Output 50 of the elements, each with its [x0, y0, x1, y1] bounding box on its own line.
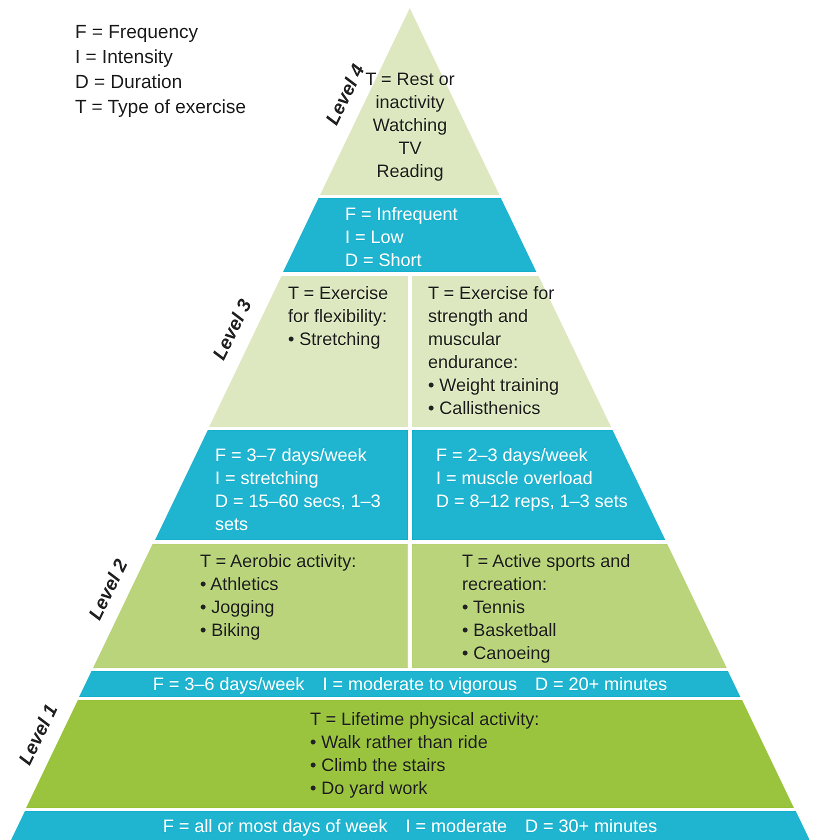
pyramid-section — [79, 671, 741, 697]
level-label: Level 3 — [210, 296, 258, 364]
prescription-text: F = 3–7 days/week — [214, 444, 368, 467]
pyramid-section — [412, 544, 727, 668]
level-label: Level 1 — [15, 701, 64, 769]
prescription-text: F = 3–6 days/week — [152, 673, 304, 696]
activity-text: Reading — [375, 160, 445, 183]
prescription-text: D = 8–12 reps, 1–3 sets — [436, 490, 629, 513]
key-text: T = Type of exercise — [75, 97, 246, 119]
activity-text: • Climb the stairs — [310, 754, 446, 777]
activity-text: • Weight training — [428, 374, 560, 397]
prescription-text: F = all or most days of week — [162, 815, 388, 838]
activity-text: • Stretching — [288, 328, 382, 351]
activity-text: • Basketball — [462, 619, 558, 642]
pyramid-section — [412, 430, 666, 540]
prescription-text: I = moderate — [405, 815, 508, 838]
pyramid-section — [154, 430, 408, 540]
prescription-text: I = stretching — [214, 467, 320, 490]
activity-text: • Do yard work — [310, 777, 428, 800]
key-text: I = Intensity — [75, 47, 173, 69]
activity-text: • Canoeing — [462, 642, 552, 665]
heading-text: T = Exercise for flexibility: — [288, 282, 390, 328]
heading-text: T = Active sports and recreation: — [462, 550, 632, 596]
heading-text: T = Lifetime physical activity: — [310, 708, 540, 731]
activity-text: • Biking — [200, 619, 262, 642]
prescription-text: D = Short — [344, 249, 423, 272]
pyramid-section — [283, 198, 537, 272]
prescription-text: D = 15–60 secs, 1–3 sets — [214, 490, 382, 536]
key-text: F = Frequency — [75, 22, 198, 44]
key-text: D = Duration — [75, 72, 182, 94]
prescription-text: D = 20+ minutes — [535, 673, 668, 696]
prescription-text: F = Infrequent — [344, 203, 459, 226]
prescription-text: I = moderate to vigorous — [322, 673, 518, 696]
activity-text: • Callisthenics — [428, 397, 542, 420]
prescription-text: I = Low — [344, 226, 405, 249]
activity-text: • Jogging — [200, 596, 276, 619]
pyramid-section — [412, 276, 612, 427]
level-label: Level 2 — [84, 556, 133, 624]
activity-text: • Walk rather than ride — [310, 731, 489, 754]
activity-text: • Athletics — [200, 573, 280, 596]
pyramid-section — [320, 8, 500, 195]
heading-text: T = Exercise for strength and muscular endurance: — [428, 282, 556, 374]
prescription-text: I = muscle overload — [436, 467, 594, 490]
pyramid-section — [208, 276, 408, 427]
prescription-text: F = 2–3 days/week — [436, 444, 589, 467]
activity-text: • Tennis — [462, 596, 526, 619]
activity-text: Watching TV — [372, 114, 448, 160]
prescription-text: D = 30+ minutes — [525, 815, 658, 838]
pyramid-section — [10, 811, 810, 840]
heading-text: T = Aerobic activity: — [200, 550, 358, 573]
